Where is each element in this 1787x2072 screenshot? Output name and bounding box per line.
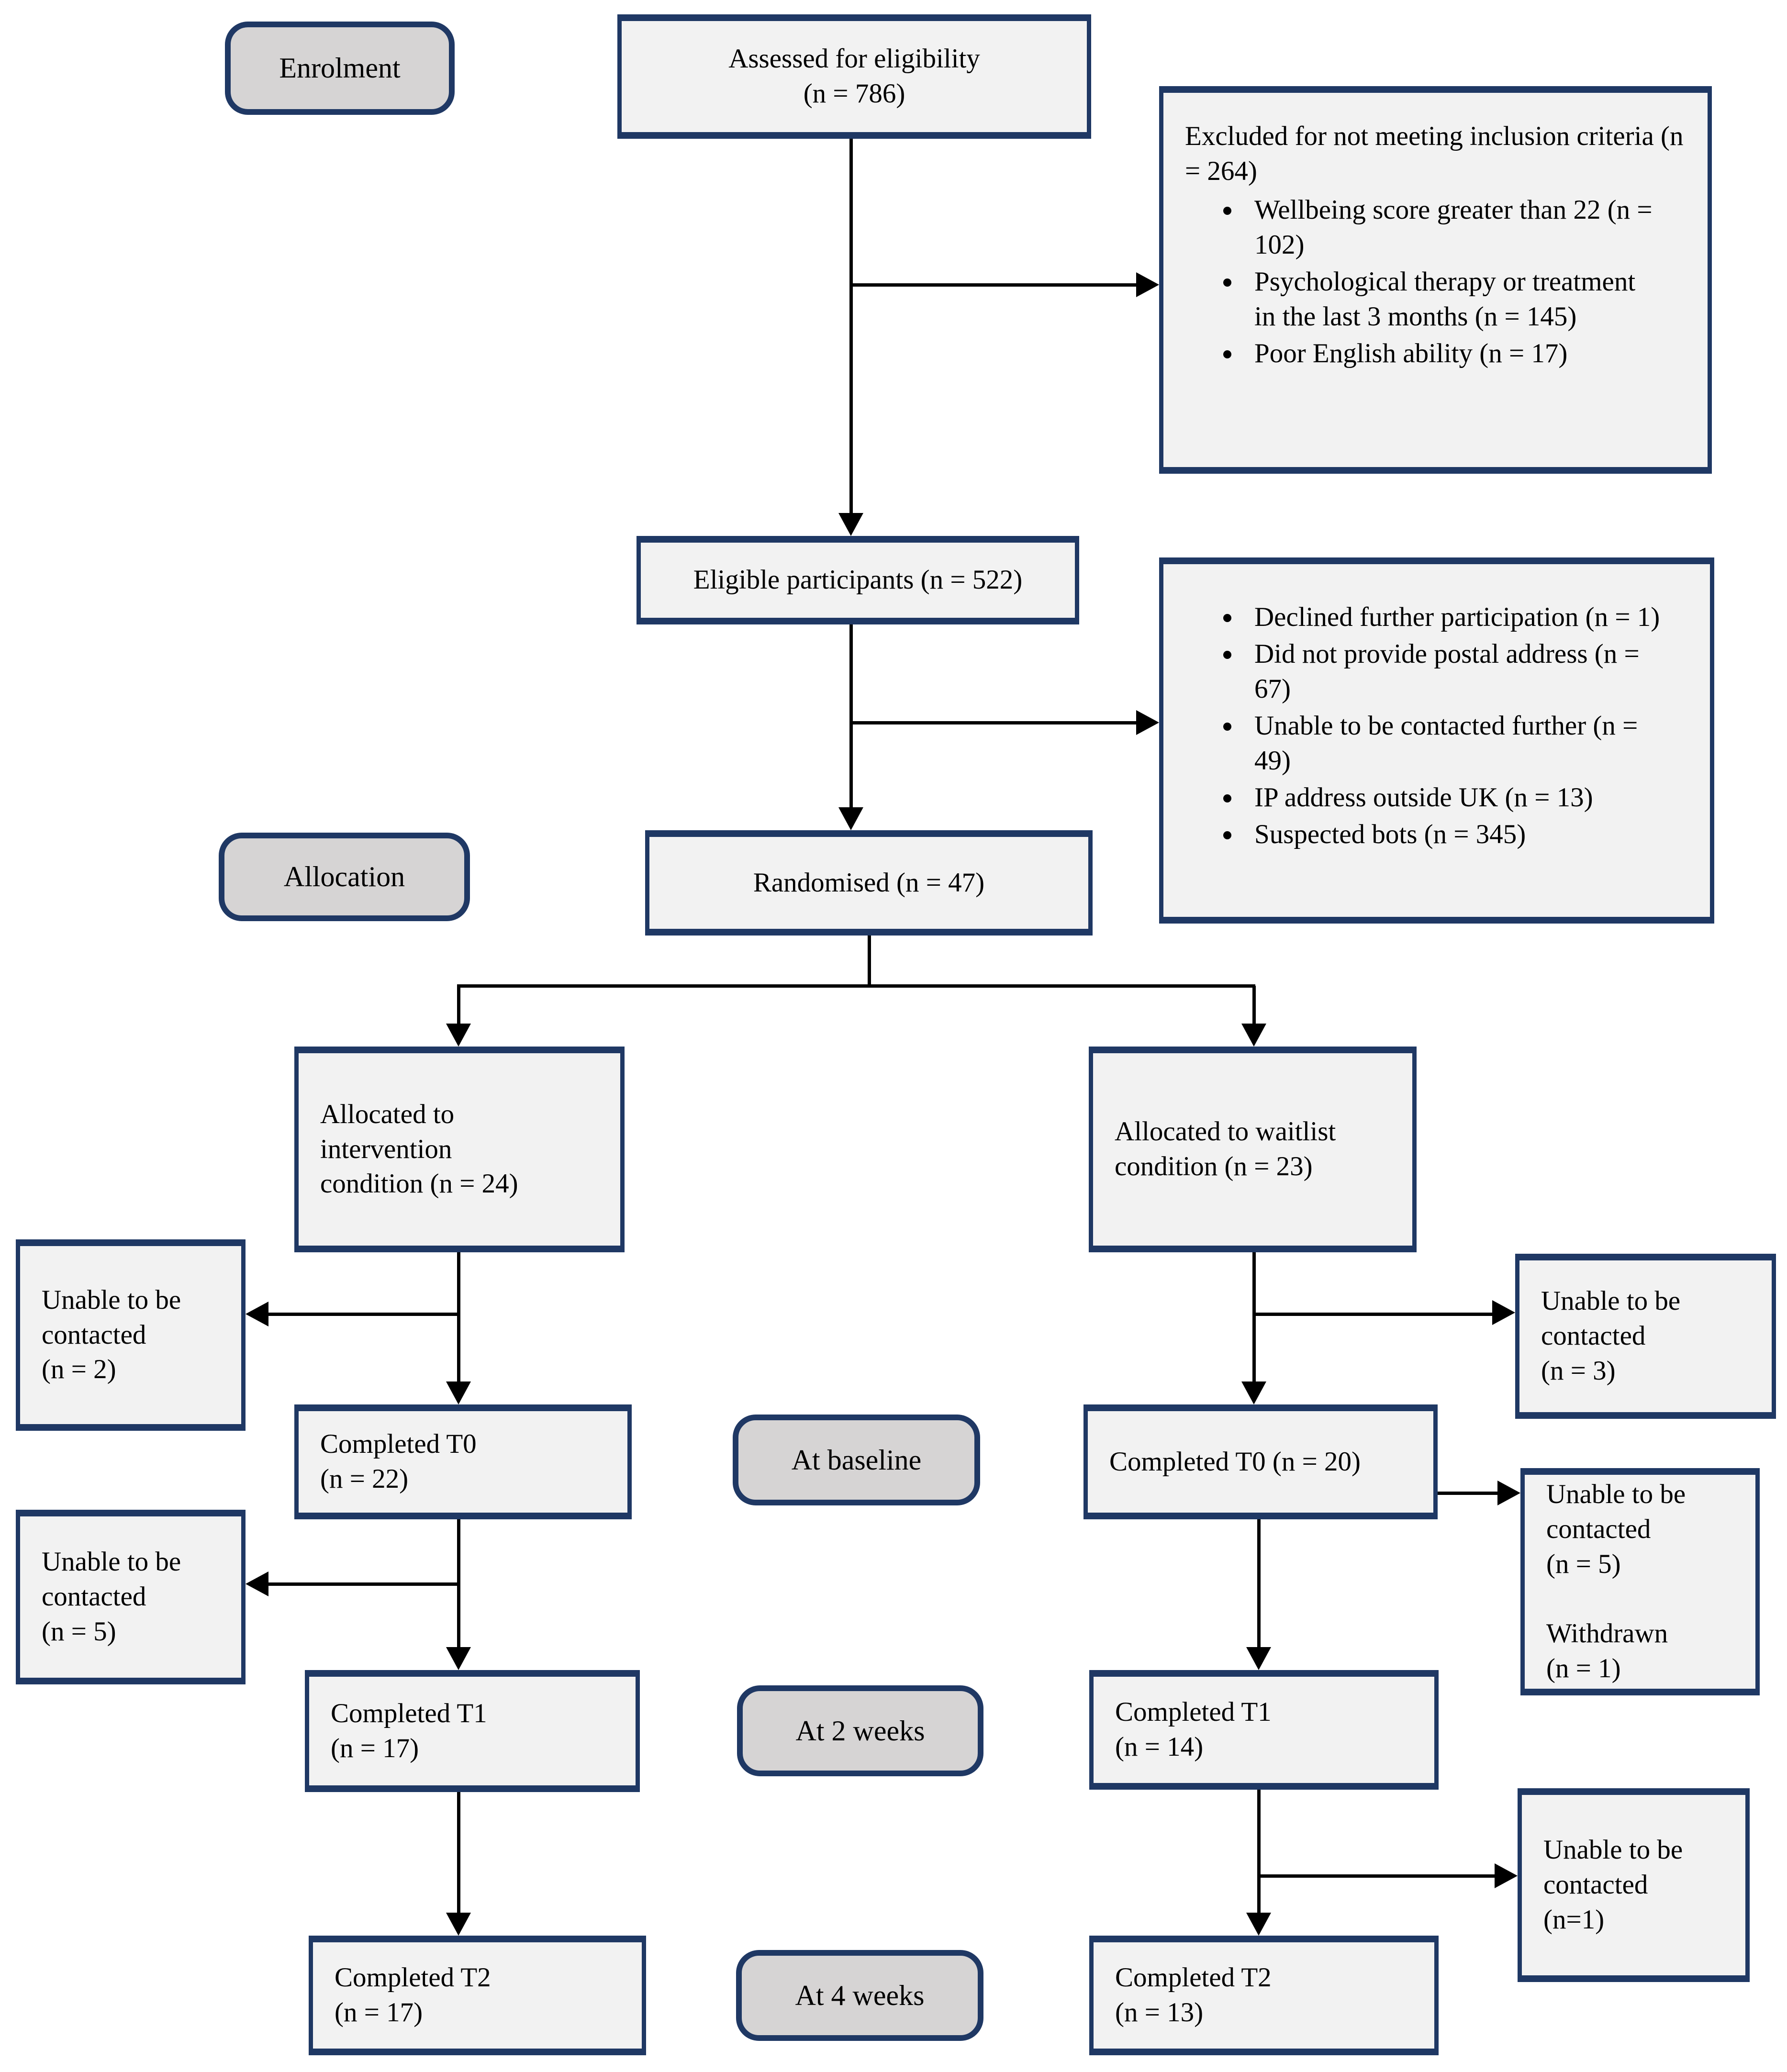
node-assessed-for-eligibility: Assessed for eligibility (n = 786) [617,14,1091,139]
stage-label-enrolment: Enrolment [225,22,455,115]
arrowhead-down-icon [446,1381,471,1404]
excluded1-list: Wellbeing score greater than 22 (n = 102… [1163,193,1708,373]
arrowhead-down-icon [1246,1647,1271,1670]
stage-label-allocation: Allocation [219,833,470,921]
connector-unable-n3 [1254,1313,1494,1316]
node-completed-t2-intervention-text: Completed T2 (n = 17) [335,1962,491,2027]
node-allocated-intervention-text: Allocated to intervention condition (n =… [320,1099,518,1199]
arrowhead-right-icon [1136,710,1159,735]
arrowhead-down-icon [446,1913,471,1936]
node-eligible-text: Eligible participants (n = 522) [693,565,1023,595]
excluded2-item: Declined further participation (n = 1) [1242,600,1662,635]
node-completed-t1-waitlist-text: Completed T1 (n = 14) [1115,1697,1272,1762]
arrowhead-left-icon [246,1302,268,1326]
node-completed-t2-waitlist: Completed T2 (n = 13) [1089,1936,1439,2055]
connector-split-waitlist [1252,986,1256,1025]
node-excluded-inclusion-criteria: Excluded for not meeting inclusion crite… [1159,86,1712,474]
node-eligible-participants: Eligible participants (n = 522) [637,536,1079,624]
stage-label-allocation-text: Allocation [283,861,405,892]
note-unable-contacted-n5-text: Unable to be contacted (n = 5) [42,1547,181,1647]
node-excluded-before-randomisation: Declined further participation (n = 1) D… [1159,557,1714,924]
node-completed-t0-waitlist: Completed T0 (n = 20) [1083,1404,1438,1519]
arrowhead-down-icon [1241,1381,1266,1404]
note-unable-contacted-n3-text: Unable to be contacted (n = 3) [1541,1286,1681,1386]
stage-label-baseline: At baseline [733,1415,980,1505]
excluded2-item: Unable to be contacted further (n = 49) [1242,709,1662,779]
node-completed-t1-intervention-text: Completed T1 (n = 17) [331,1698,487,1763]
stage-label-week4: At 4 weeks [736,1950,983,2041]
node-assessed-text: Assessed for eligibility (n = 786) [728,44,980,109]
arrowhead-right-icon [1497,1481,1520,1505]
connector-split-horizontal [457,984,1255,988]
arrowhead-right-icon [1492,1300,1515,1325]
stage-label-week2: At 2 weeks [737,1685,983,1776]
connector-assessed-eligible [849,139,853,515]
connector-t1-t2-waitlist [1257,1790,1261,1915]
node-randomised-text: Randomised (n = 47) [753,867,985,898]
arrowhead-down-icon [838,513,863,536]
connector-randomised-split [868,936,871,987]
arrowhead-down-icon [1241,1024,1266,1047]
arrowhead-right-icon [1136,272,1159,297]
note-unable-contacted-n2-text: Unable to be contacted (n = 2) [42,1284,181,1385]
stage-label-baseline-text: At baseline [791,1444,922,1476]
excluded2-list: Declined further participation (n = 1) D… [1163,600,1710,854]
connector-t1-t2-intervention [457,1792,460,1915]
excluded2-item: IP address outside UK (n = 13) [1242,780,1662,815]
connector-unable-n2 [267,1313,458,1316]
stage-label-enrolment-text: Enrolment [279,52,401,84]
node-completed-t0-intervention-text: Completed T0 (n = 22) [320,1429,477,1494]
connector-t0-t1-intervention [457,1519,460,1649]
arrowhead-down-icon [1246,1913,1271,1936]
node-randomised: Randomised (n = 47) [645,830,1093,936]
node-completed-t2-waitlist-text: Completed T2 (n = 13) [1115,1962,1272,2027]
node-completed-t1-intervention: Completed T1 (n = 17) [305,1670,640,1792]
connector-unable-n5-left [267,1582,458,1586]
node-completed-t0-intervention: Completed T0 (n = 22) [294,1404,632,1519]
node-allocated-waitlist: Allocated to waitlist condition (n = 23) [1089,1047,1417,1252]
node-allocated-waitlist-text: Allocated to waitlist condition (n = 23) [1115,1116,1336,1181]
arrowhead-down-icon [446,1647,471,1670]
excluded1-intro: Excluded for not meeting inclusion crite… [1185,121,1684,186]
note-unable-contacted-n2: Unable to be contacted (n = 2) [16,1239,246,1431]
connector-excluded1 [851,283,1138,287]
note-unable-contacted-n3: Unable to be contacted (n = 3) [1515,1254,1776,1419]
note-unable-contacted-n1: Unable to be contacted (n=1) [1518,1788,1750,1982]
connector-intervention-t0 [457,1252,460,1383]
arrowhead-down-icon [446,1024,471,1047]
arrowhead-right-icon [1495,1863,1518,1888]
stage-label-week4-text: At 4 weeks [795,1979,925,2011]
connector-eligible-randomised [849,624,853,809]
arrowhead-down-icon [838,807,863,830]
note-unable-contacted-n5-withdrawn: Unable to be contacted (n = 5) Withdrawn… [1520,1468,1760,1695]
excluded2-item: Suspected bots (n = 345) [1242,817,1662,852]
node-completed-t0-waitlist-text: Completed T0 (n = 20) [1109,1446,1361,1477]
excluded1-item: Poor English ability (n = 17) [1242,336,1660,371]
note-unable-contacted-n1-text: Unable to be contacted (n=1) [1543,1835,1683,1935]
arrowhead-left-icon [246,1571,268,1596]
node-allocated-intervention: Allocated to intervention condition (n =… [294,1047,625,1252]
connector-unable-n1 [1259,1874,1497,1878]
excluded1-item: Psychological therapy or treatment in th… [1242,265,1660,334]
connector-waitlist-t0 [1252,1252,1256,1383]
connector-split-intervention [457,986,460,1025]
connector-t0-t1-waitlist [1257,1519,1261,1649]
excluded1-item: Wellbeing score greater than 22 (n = 102… [1242,193,1660,263]
stage-label-week2-text: At 2 weeks [795,1715,925,1747]
node-completed-t1-waitlist: Completed T1 (n = 14) [1089,1670,1439,1790]
node-completed-t2-intervention: Completed T2 (n = 17) [309,1936,646,2055]
connector-excluded2 [851,721,1138,724]
connector-unable-n5-withdrawn [1438,1492,1499,1495]
note-unable-contacted-n5-withdrawn-text: Unable to be contacted (n = 5) Withdrawn… [1546,1479,1686,1684]
excluded2-item: Did not provide postal address (n = 67) [1242,637,1662,707]
note-unable-contacted-n5: Unable to be contacted (n = 5) [16,1510,246,1684]
